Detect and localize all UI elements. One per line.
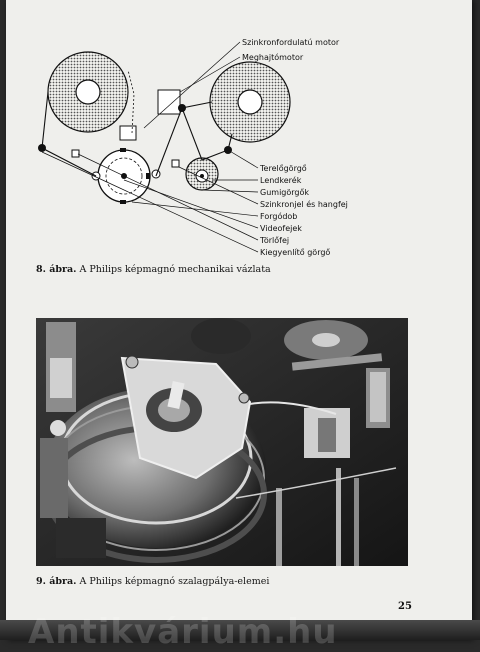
sync-head [171, 159, 180, 168]
figure-8-text: A Philips képmagnó mechanikai vázlata [79, 264, 271, 275]
drive-motor-box [157, 89, 181, 115]
flywheel [185, 157, 219, 191]
left-reel [47, 51, 129, 133]
figure-8-caption: 8. ábra. A Philips képmagnó mechanikai v… [36, 264, 271, 275]
label-tension-roller: Kiegyenlítő görgő [260, 248, 330, 257]
label-sync-head: Szinkronjel és hangfej [260, 199, 348, 209]
label-rubber-roller: Gumigörgők [260, 188, 309, 197]
label-erase-head: Törlőfej [259, 236, 289, 245]
figure-9-number: 9. ábra. [36, 576, 77, 587]
figure-9-text: A Philips képmagnó szalagpálya-elemei [79, 576, 270, 587]
label-flywheel: Lendkerék [260, 175, 302, 185]
label-drive-motor: Meghajtómotor [242, 52, 304, 62]
tape-path-photo [36, 318, 408, 566]
background-surface [0, 620, 480, 640]
page-number: 25 [398, 601, 412, 612]
sync-motor-box [119, 125, 137, 141]
label-guide-roller: Terelőgörgő [259, 164, 307, 173]
erase-head [71, 149, 80, 158]
watermark: Antikvárium.hu [28, 612, 338, 652]
figure-8-number: 8. ábra. [36, 264, 77, 275]
label-drum: Forgódob [260, 211, 297, 221]
label-sync-motor: Szinkronfordulatú motor [242, 38, 340, 47]
right-reel [209, 61, 291, 143]
label-video-heads: Videofejek [260, 224, 302, 233]
mechanical-diagram: Szinkronfordulatú motor Meghajtómotor Te… [38, 38, 348, 257]
figure-9-caption: 9. ábra. A Philips képmagnó szalagpálya-… [36, 576, 269, 587]
